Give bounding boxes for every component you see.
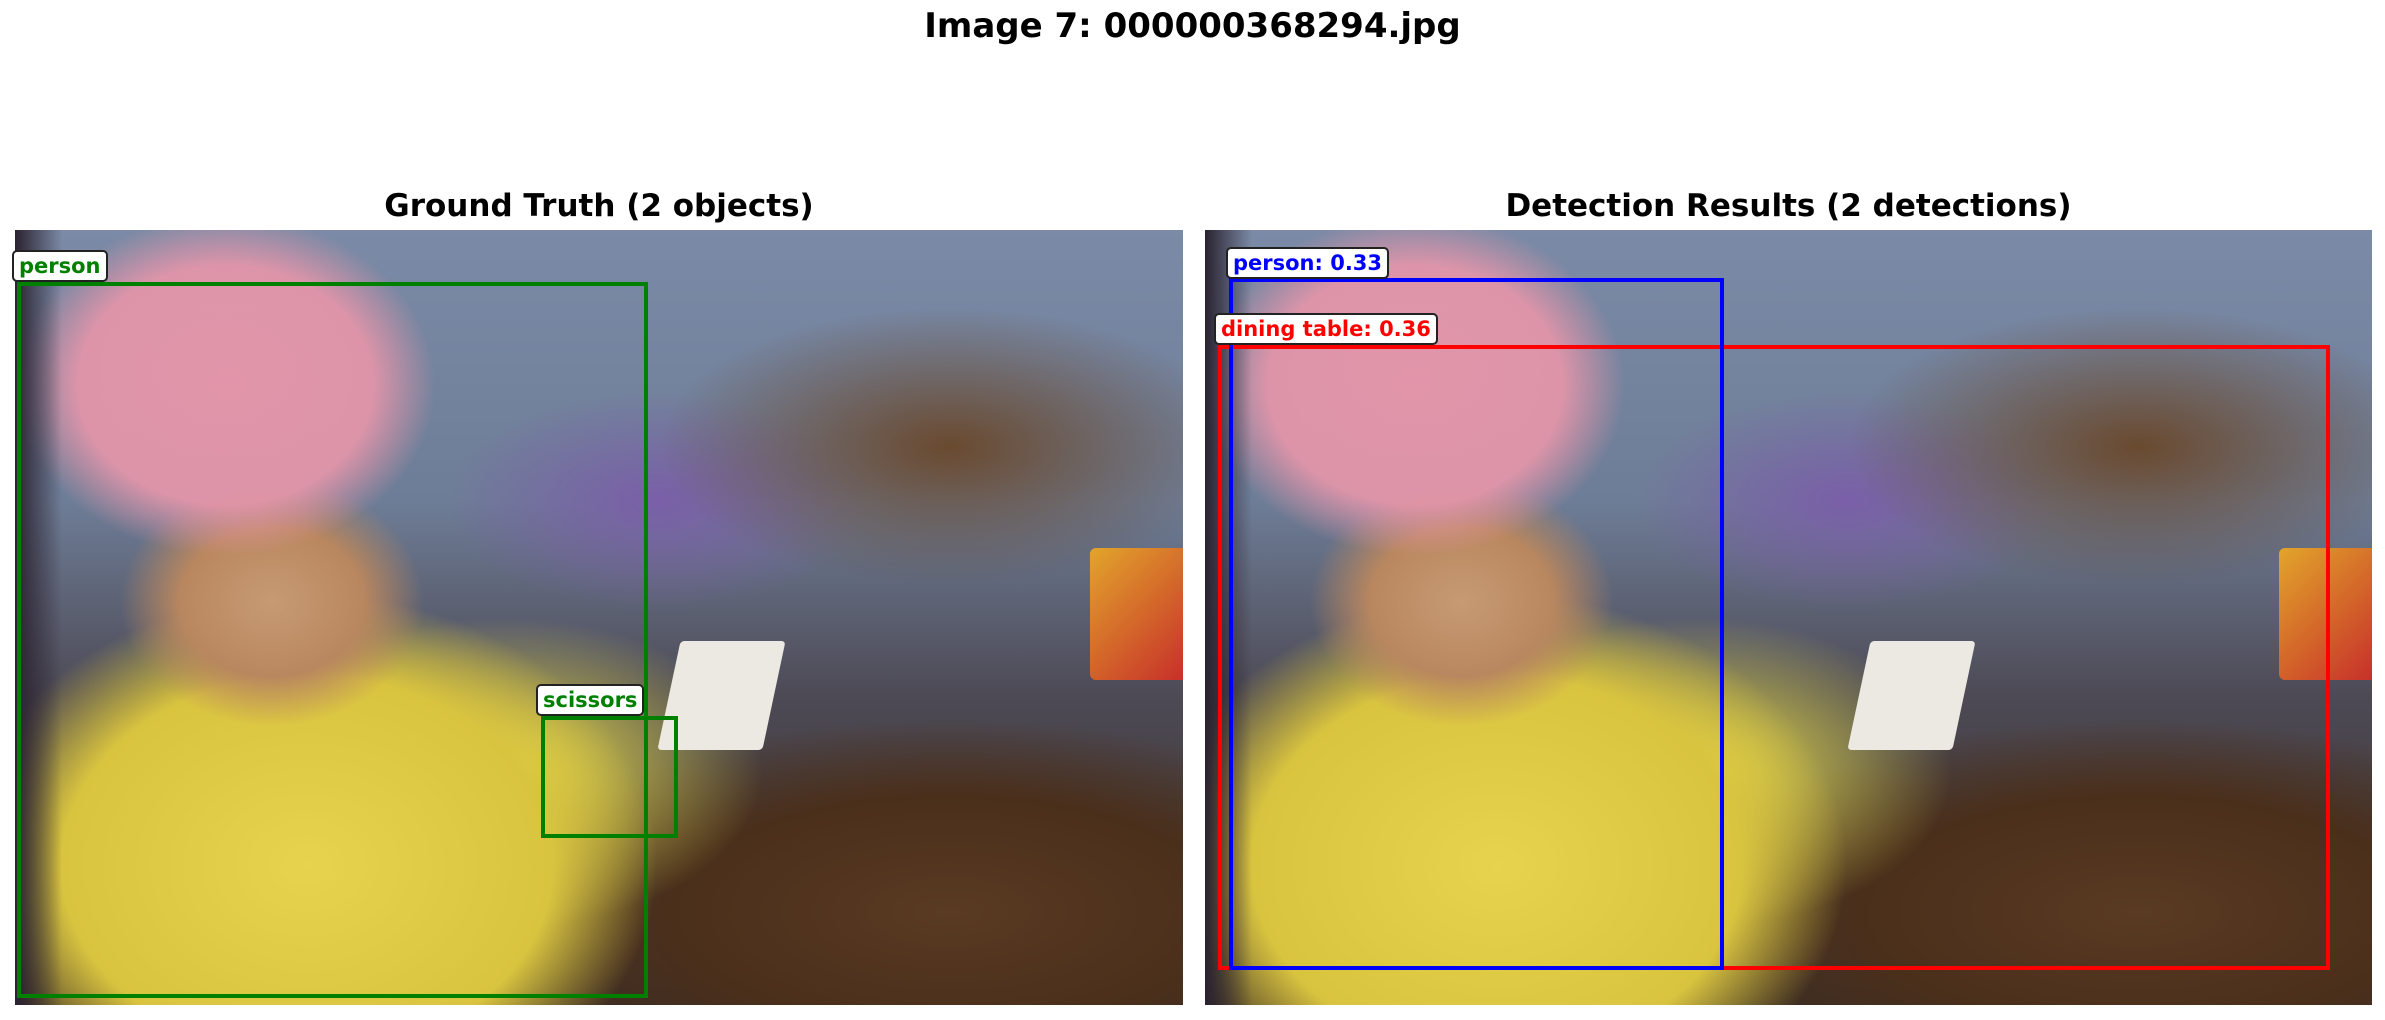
- image-shadow: [15, 230, 62, 1005]
- det-dining-table-box: [1218, 345, 2330, 970]
- ground-truth-image: [15, 230, 1183, 1005]
- gt-scissors-label: scissors: [536, 684, 645, 716]
- ground-truth-title: Ground Truth (2 objects): [384, 188, 814, 224]
- detection-results-image: [1205, 230, 2372, 1005]
- det-person-box: [1229, 278, 1724, 970]
- detection-results-title: Detection Results (2 detections): [1505, 188, 2072, 224]
- figure-title: Image 7: 000000368294.jpg: [924, 6, 1461, 46]
- gt-person-box: [17, 282, 648, 998]
- image-shadow: [1205, 230, 1252, 1005]
- det-person-label: person: 0.33: [1226, 247, 1390, 279]
- image-bag: [1089, 547, 1183, 680]
- det-dining-table-label: dining table: 0.36: [1214, 313, 1438, 345]
- image-bag: [2278, 547, 2372, 680]
- gt-person-label: person: [12, 250, 108, 282]
- gt-scissors-box: [541, 716, 678, 838]
